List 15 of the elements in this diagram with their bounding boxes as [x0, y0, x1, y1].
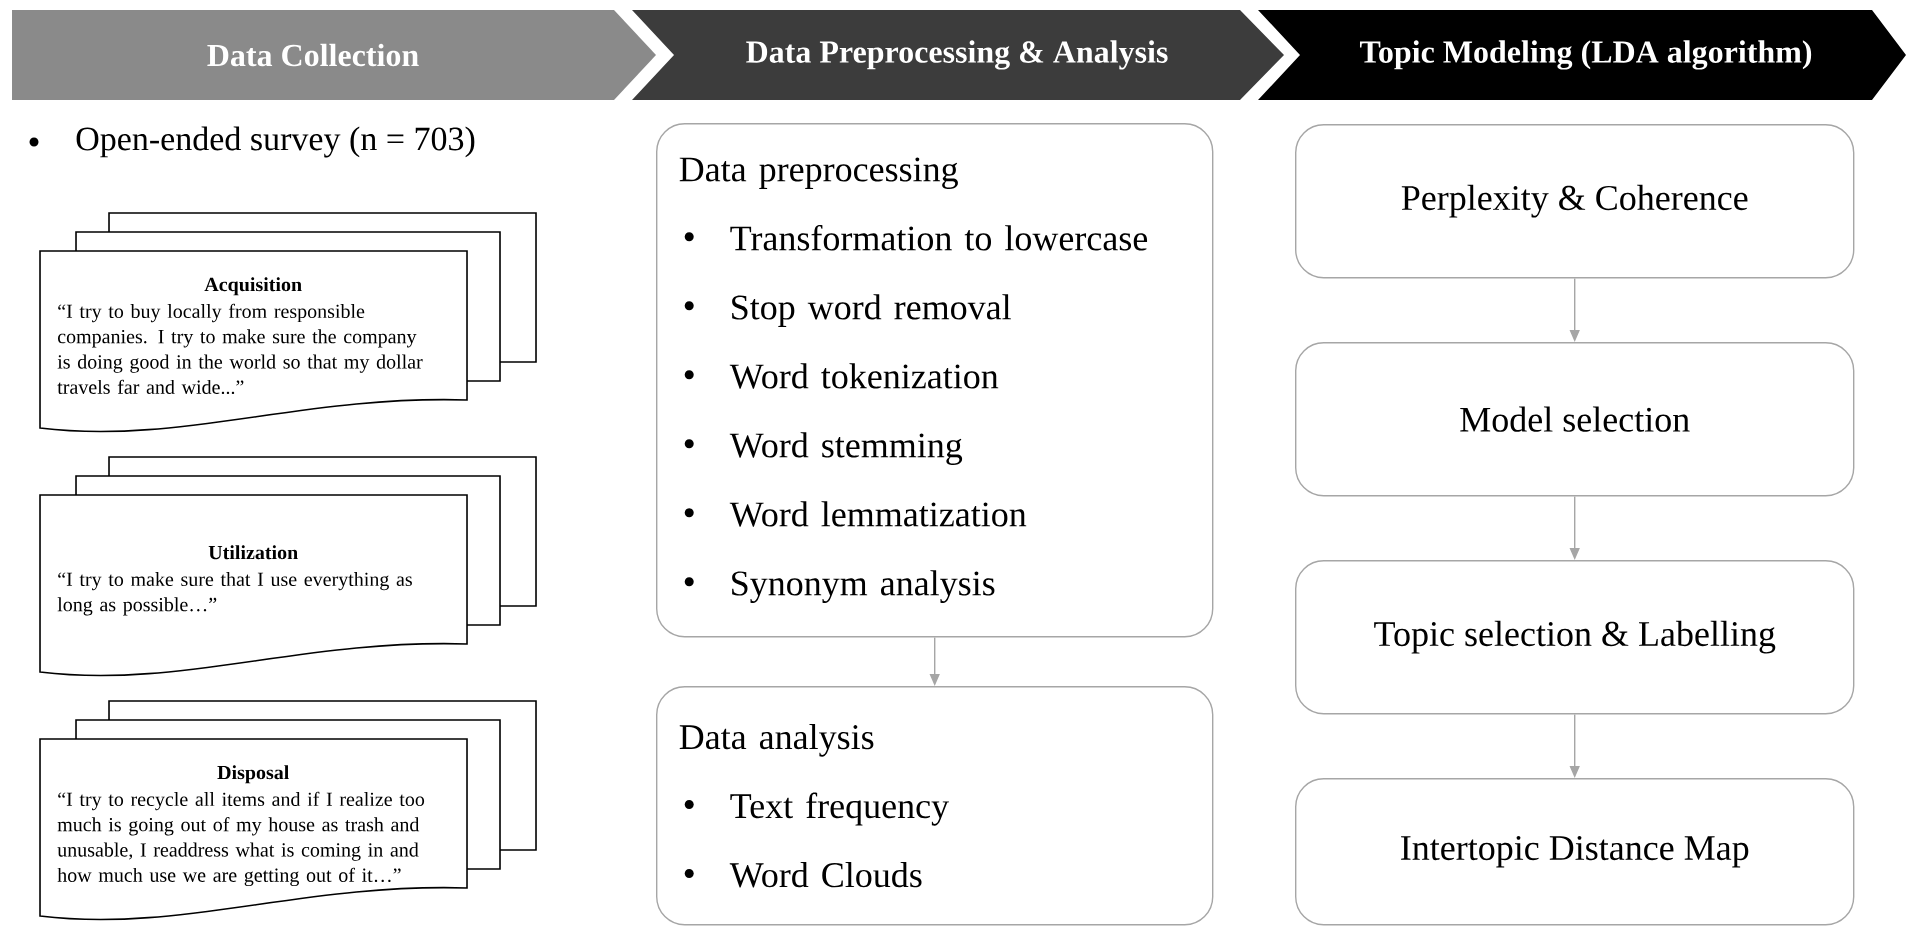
process-box: Data preprocessing Transformation to lowercase Stop word removal Word tokenization Word stemming Word lemmatization Synonym analysis — [656, 123, 1214, 638]
process-box: Topic selection & Labelling — [1295, 560, 1855, 715]
chevron-banner: Data Preprocessing & Analysis — [632, 10, 1284, 100]
process-box: Perplexity & Coherence — [1295, 124, 1855, 279]
node-label: “I try to recycle all items and if I realize too much is going out of my house as trash and unusable, I readdress what is coming in and how much use we are getting out of it…” — [57, 791, 425, 887]
process-box: Data analysis Text frequency Word Clouds — [656, 686, 1214, 926]
node-label: Disposal — [217, 765, 289, 784]
chevron-banner: Topic Modeling (LDA algorithm) — [1258, 10, 1906, 100]
process-box: Intertopic Distance Map — [1295, 778, 1855, 926]
document-stack: Disposal “I try to recycle all items and if I realize too much is going out of my house as trash and unusable, I readdress what is coming in and how much use we are getting out of it…” — [39, 700, 537, 921]
process-box: Model selection — [1295, 342, 1855, 497]
document-stack: Acquisition “I try to buy locally from responsible companies. I try to make sure the company is doing good in the world so that my dollar travels far and wide...” — [39, 212, 537, 433]
bullet-text: Open-ended survey (n = 703) — [29, 126, 475, 158]
document-stack: Utilization “I try to make sure that I use everything as long as possible…” — [39, 456, 537, 677]
chevron-banner: Data Collection — [12, 10, 656, 100]
